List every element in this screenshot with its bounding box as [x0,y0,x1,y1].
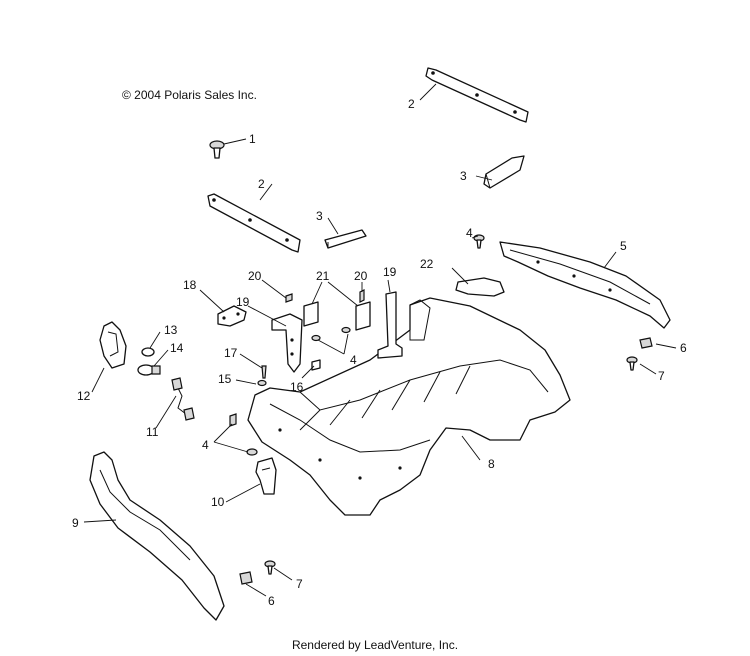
callout-12: 12 [77,389,91,403]
part-bracket-18[interactable] [217,305,247,327]
part-fender-9[interactable] [89,451,225,621]
part-plate-3-top[interactable] [483,155,525,189]
callout-13: 13 [164,323,178,337]
footer-credit: Rendered by LeadVenture, Inc. [291,638,459,652]
callout-4-lower: 4 [202,438,209,452]
callout-6-lower: 6 [268,594,275,608]
callout-6-right: 6 [680,341,687,355]
part-screw-4-lower[interactable] [229,413,258,456]
part-screw-4-top[interactable] [473,234,485,249]
part-body-8[interactable] [247,297,571,516]
callout-19-right: 19 [383,265,397,279]
part-washer-15[interactable] [257,379,267,387]
part-screw-17[interactable] [261,365,267,379]
copyright-notice: © 2004 Polaris Sales Inc. [122,88,257,102]
callout-19-left: 19 [236,295,250,309]
part-plate-3-left[interactable] [324,229,367,249]
part-nut-6-lower[interactable] [239,571,253,585]
part-bulb-13[interactable] [141,347,155,357]
callout-5: 5 [620,239,627,253]
callout-18: 18 [183,278,197,292]
callout-7-lower: 7 [296,577,303,591]
callout-1: 1 [249,132,256,146]
callout-20-left: 20 [248,269,262,283]
part-screw-7-lower[interactable] [264,560,276,575]
callout-8: 8 [488,457,495,471]
callout-14: 14 [170,341,184,355]
part-bracket-10[interactable] [255,457,277,495]
part-bracket-21[interactable] [303,301,371,331]
callout-10: 10 [211,495,225,509]
callout-2-top: 2 [408,97,415,111]
part-bulb-14[interactable] [137,364,161,376]
callout-2-left: 2 [258,177,265,191]
callout-20-right: 20 [354,269,368,283]
part-nut-6-right[interactable] [639,337,653,349]
callout-11: 11 [146,425,159,439]
part-bracket-2-top[interactable] [425,67,529,123]
callout-16: 16 [290,380,304,394]
callout-17: 17 [224,346,238,360]
part-screw-20-right[interactable] [359,289,365,303]
part-screw-1[interactable] [209,140,225,159]
part-fender-5[interactable] [499,241,671,329]
leader-lines [83,83,677,597]
callout-22: 22 [420,257,434,271]
part-taillight-12[interactable] [99,321,127,369]
part-bracket-2-left[interactable] [207,193,301,253]
part-bracket-19-left[interactable] [271,313,303,373]
callout-3-left: 3 [316,209,323,223]
callout-labels: 1 2 2 3 3 4 5 6 7 8 4 22 20 21 20 19 18 … [72,97,687,608]
callout-3-top: 3 [460,169,467,183]
part-screw-4-middle[interactable] [311,326,351,342]
part-screw-7-right[interactable] [626,356,638,371]
callout-21: 21 [316,269,330,283]
part-screw-20-left[interactable] [285,293,293,303]
callout-7-right: 7 [658,369,665,383]
part-bracket-22[interactable] [455,277,505,297]
part-harness-11[interactable] [171,377,195,421]
callout-4-top: 4 [466,226,473,240]
part-clip-16[interactable] [311,359,321,371]
part-bracket-19-right[interactable] [377,291,403,359]
callout-9: 9 [72,516,79,530]
callout-15: 15 [218,372,232,386]
callout-4-middle: 4 [350,353,357,367]
